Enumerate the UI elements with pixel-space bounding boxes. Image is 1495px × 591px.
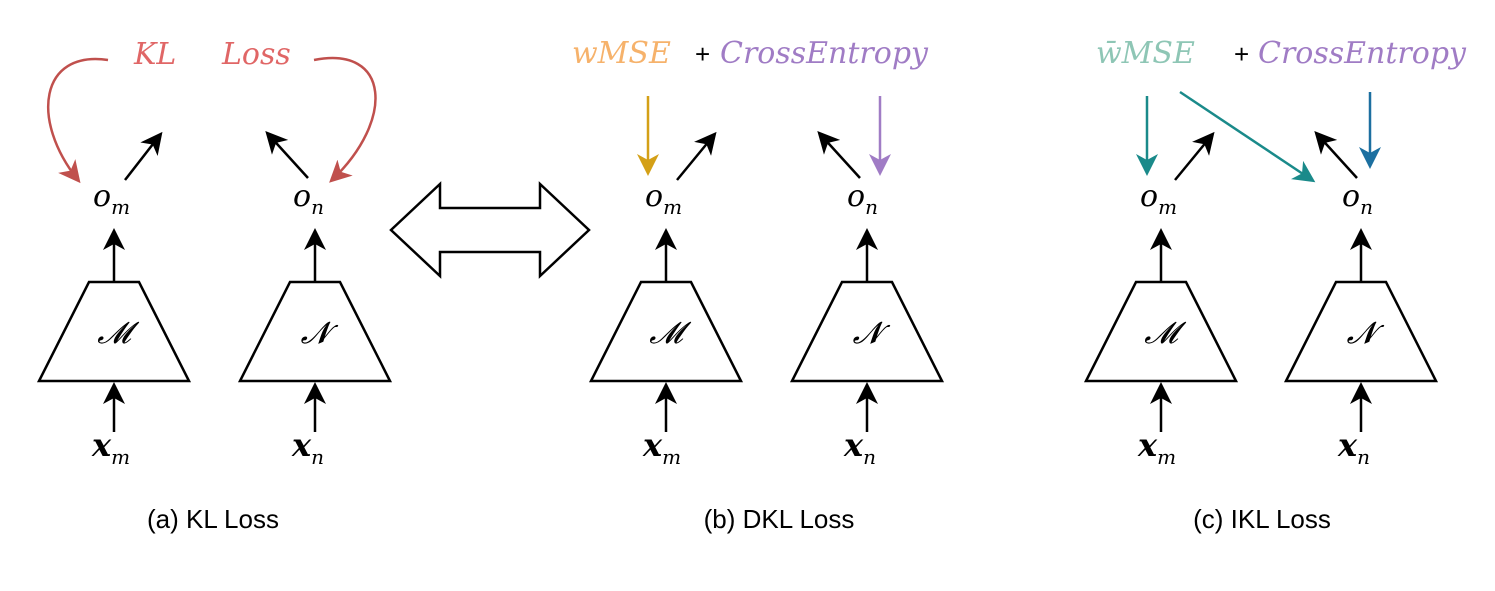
panel-a-model-m bbox=[36, 280, 192, 383]
panel-c-output-n: on bbox=[1342, 179, 1373, 219]
panel-c-caption: (c) IKL Loss bbox=[1193, 504, 1331, 534]
panel-c-input-n: xn bbox=[1337, 426, 1370, 469]
panel-a-loss-word: Loss bbox=[221, 37, 291, 72]
panel-b: wMSE + CrossEntropy om on 𝓜 𝓝 xm xn (b) … bbox=[572, 36, 945, 534]
panel-c-out-arrow-n bbox=[1314, 131, 1358, 179]
panel-b-model-n bbox=[789, 280, 945, 383]
panel-c-wmse-arrow-n bbox=[1179, 90, 1316, 183]
panel-a-kl-arrow-left bbox=[46, 57, 109, 184]
panel-c-model-m bbox=[1083, 280, 1239, 383]
panel-b-loss-plus: + bbox=[695, 39, 710, 69]
panel-b-caption: (b) DKL Loss bbox=[704, 504, 855, 534]
panel-a: KL Loss om on 𝓜 𝓝 xm xn (a) KL Loss bbox=[36, 37, 393, 534]
panel-b-out-arrow-n bbox=[817, 131, 861, 179]
panel-c-out-arrow-m bbox=[1174, 131, 1215, 181]
panel-b-loss-crossentropy: CrossEntropy bbox=[720, 36, 929, 71]
panel-a-model-n bbox=[237, 280, 393, 383]
panel-a-out-arrow-n bbox=[265, 131, 309, 179]
panel-b-input-n: xn bbox=[843, 426, 876, 469]
panel-c-loss-plus: + bbox=[1234, 39, 1249, 69]
panel-a-output-m: om bbox=[93, 179, 130, 219]
panel-c-output-m: om bbox=[1140, 179, 1177, 219]
panel-c-loss-wbarmse: w̄MSE bbox=[1096, 36, 1195, 71]
panel-a-caption: (a) KL Loss bbox=[147, 504, 279, 534]
panel-b-loss-wmse: wMSE bbox=[572, 36, 671, 71]
panel-a-out-arrow-m bbox=[124, 131, 163, 181]
panel-a-kl-arrow-right bbox=[313, 56, 377, 183]
panel-b-output-m: om bbox=[645, 179, 682, 219]
panel-a-output-n: on bbox=[293, 179, 324, 219]
panel-a-input-n: xn bbox=[291, 426, 324, 469]
equivalence-double-arrow bbox=[389, 181, 591, 279]
panel-c-loss-crossentropy: CrossEntropy bbox=[1258, 36, 1467, 71]
panel-b-input-m: xm bbox=[642, 426, 681, 469]
panel-a-loss-kl: KL bbox=[133, 37, 176, 72]
panel-b-output-n: on bbox=[847, 179, 878, 219]
panel-c: w̄MSE + CrossEntropy om on 𝓜 𝓝 xm xn (c)… bbox=[1083, 36, 1467, 534]
panel-b-model-m bbox=[588, 280, 744, 383]
panel-a-input-m: xm bbox=[91, 426, 130, 469]
panel-c-model-n bbox=[1283, 280, 1439, 383]
panel-b-out-arrow-m bbox=[676, 131, 717, 181]
panel-c-input-m: xm bbox=[1137, 426, 1176, 469]
